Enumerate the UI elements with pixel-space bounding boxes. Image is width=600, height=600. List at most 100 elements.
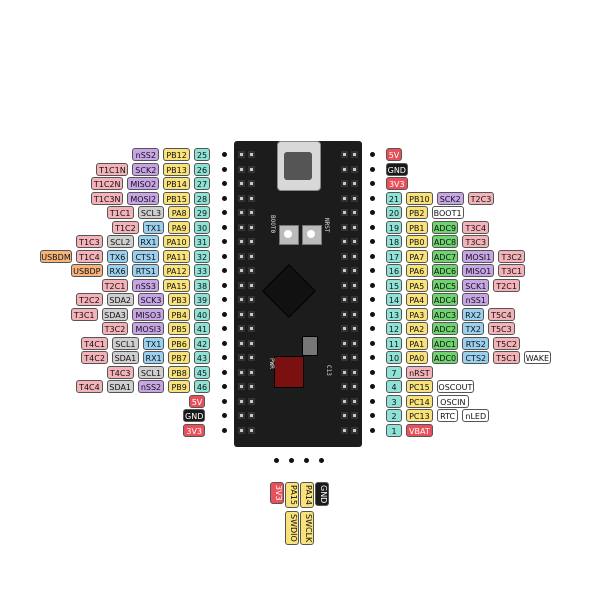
- right-pin-label: PA5: [406, 278, 428, 292]
- right-pin-label: OSCIN: [436, 394, 469, 408]
- right-pin-label: T3C3: [462, 235, 490, 248]
- left-pin-label: 43: [194, 351, 210, 364]
- right-pin-label: WAKE: [524, 351, 551, 364]
- left-pin-dot: [222, 253, 227, 259]
- left-pin-label: SCL3: [137, 206, 165, 219]
- header-pin-right: [341, 412, 348, 419]
- right-pin-label: T5C4: [488, 307, 515, 321]
- right-pin-label: PB2: [406, 206, 428, 219]
- left-pin-dot: [222, 413, 227, 418]
- right-pin-label: 2: [386, 409, 402, 422]
- right-pin-dot: [370, 268, 375, 273]
- left-pin-label: 30: [194, 220, 210, 234]
- left-pin-label: SCK2: [132, 162, 160, 176]
- header-pin-right: [351, 368, 358, 376]
- debug-pin-label: PA14: [300, 482, 314, 508]
- header-pin-right: [341, 151, 348, 158]
- header-pin-left: [248, 151, 255, 158]
- debug-pin-label: SWDIO: [285, 511, 299, 545]
- header-pin-right: [351, 310, 358, 318]
- right-pin-label: 13: [386, 307, 402, 321]
- left-pin-dot: [222, 326, 227, 331]
- boot0-button: [279, 225, 299, 245]
- left-pin-label: PA11: [163, 249, 190, 263]
- header-pin-right: [341, 426, 348, 434]
- left-pin-label: T4C3: [106, 365, 134, 379]
- header-pin-left: [238, 296, 245, 303]
- left-pin-label: nSS3: [132, 278, 160, 292]
- right-pin-label: T2C3: [467, 191, 495, 205]
- header-pin-left: [238, 354, 245, 361]
- header-pin-right: [351, 339, 358, 347]
- left-pin-label: USBDM: [40, 249, 72, 263]
- header-pin-left: [238, 209, 245, 216]
- silk-c13: C13: [325, 365, 332, 376]
- left-pin-label: SDA3: [101, 307, 129, 321]
- right-pin-label: nLED: [462, 409, 490, 422]
- left-pin-label: 41: [194, 322, 210, 335]
- header-pin-left: [248, 426, 255, 434]
- left-pin-dot: [222, 355, 227, 360]
- right-pin-label: 4: [386, 380, 402, 393]
- header-pin-right: [341, 165, 348, 173]
- right-pin-label: T5C3: [488, 322, 515, 335]
- header-pin-right: [341, 383, 348, 390]
- right-pin-label: PC15: [406, 380, 433, 393]
- right-pin-label: T3C1: [498, 264, 526, 277]
- right-pin-dot: [370, 181, 375, 186]
- left-pin-label: 39: [194, 293, 210, 306]
- header-pin-right: [341, 339, 348, 347]
- right-pin-label: 14: [386, 293, 402, 306]
- left-pin-label: nSS2: [132, 148, 160, 161]
- left-pin-label: RX1: [137, 235, 160, 248]
- header-pin-left: [238, 368, 245, 376]
- left-pin-dot: [222, 224, 227, 230]
- right-pin-label: PA4: [406, 293, 428, 306]
- right-pin-label: PA3: [406, 307, 428, 321]
- header-pin-right: [341, 310, 348, 318]
- header-pin-left: [238, 165, 245, 173]
- left-pin-dot: [222, 181, 227, 186]
- header-pin-right: [351, 238, 358, 245]
- left-pin-label: 45: [194, 365, 210, 379]
- right-pin-label: 15: [386, 278, 402, 292]
- board: [234, 141, 362, 447]
- left-pin-dot: [222, 268, 227, 273]
- left-pin-label: CTS1: [132, 249, 160, 263]
- left-pin-label: PB15: [163, 191, 190, 205]
- header-pin-left: [238, 267, 245, 274]
- right-pin-label: 21: [386, 191, 402, 205]
- right-pin-label: ADC1: [431, 336, 459, 350]
- header-pin-left: [248, 252, 255, 260]
- left-pin-label: 29: [194, 206, 210, 219]
- header-pin-right: [341, 368, 348, 376]
- right-pin-label: 10: [386, 351, 402, 364]
- right-pin-label: ADC4: [431, 293, 459, 306]
- header-pin-left: [238, 383, 245, 390]
- left-pin-dot: [222, 297, 227, 302]
- right-pin-dot: [370, 239, 375, 244]
- header-pin-left: [238, 310, 245, 318]
- left-pin-label: 27: [194, 177, 210, 190]
- right-pin-label: T3C4: [462, 220, 490, 234]
- left-pin-label: PB3: [168, 293, 190, 306]
- usb-c-port: [284, 152, 312, 180]
- left-pin-label: MOSI3: [132, 322, 165, 335]
- debug-pin-label: 3V3: [270, 482, 284, 504]
- right-pin-dot: [370, 253, 375, 259]
- nrst-button: [302, 225, 322, 245]
- right-pin-label: T3C2: [498, 249, 526, 263]
- right-pin-label: ADC8: [431, 235, 459, 248]
- left-pin-dot: [222, 427, 227, 433]
- header-pin-right: [351, 252, 358, 260]
- silk-boot0: BOOT0: [269, 215, 276, 234]
- right-pin-dot: [370, 413, 375, 418]
- debug-pin-dot: [289, 458, 294, 463]
- header-pin-left: [248, 310, 255, 318]
- header-pin-right: [341, 296, 348, 303]
- right-pin-dot: [370, 224, 375, 230]
- header-pin-left: [238, 238, 245, 245]
- right-pin-label: T2C1: [493, 278, 520, 292]
- right-pin-dot: [370, 210, 375, 215]
